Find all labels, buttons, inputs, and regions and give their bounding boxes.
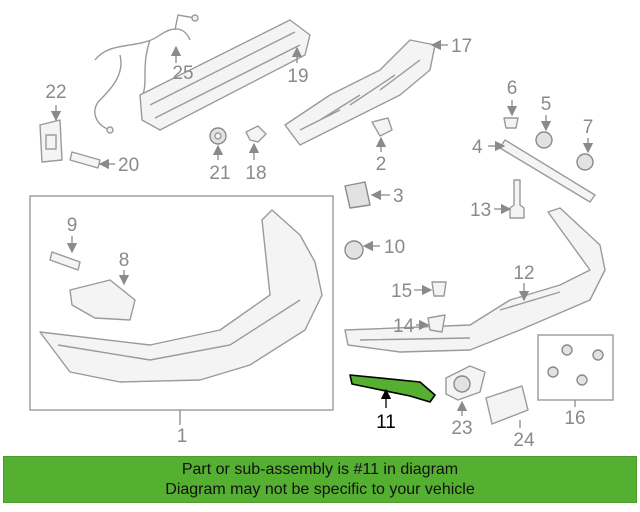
callout-2: 2: [376, 154, 387, 175]
callout-21: 21: [209, 163, 230, 184]
part-9-bolt[interactable]: [49, 251, 81, 271]
info-banner: Part or sub-assembly is #11 in diagram D…: [3, 456, 637, 503]
callout-3: 3: [393, 186, 404, 207]
part-3-bracket[interactable]: [344, 181, 371, 209]
part-8-bracket[interactable]: [69, 279, 136, 321]
part-24-bracket[interactable]: [485, 385, 529, 425]
part-7-nut[interactable]: [576, 153, 594, 171]
exploded-parts-diagram: 25 19 17 22 20 21 18 2 3 10 6 5 7 4 13 1…: [29, 14, 614, 451]
part-6-screw[interactable]: [503, 117, 519, 129]
callout-18: 18: [245, 163, 266, 184]
callout-11: 11: [376, 412, 396, 433]
callout-16: 16: [564, 408, 585, 429]
part-22-bracket[interactable]: [39, 119, 63, 163]
callout-4: 4: [472, 137, 483, 158]
callout-25: 25: [172, 63, 193, 84]
callout-14: 14: [393, 316, 415, 337]
callout-10: 10: [384, 237, 405, 258]
part-13-bolt[interactable]: [509, 179, 525, 219]
part-12-bumper-cover[interactable]: [344, 207, 606, 353]
callout-9: 9: [67, 215, 78, 236]
callout-8: 8: [119, 250, 130, 271]
part-15-clip[interactable]: [431, 281, 447, 297]
banner-line-1: Part or sub-assembly is #11 in diagram: [181, 461, 459, 478]
part-19-impact-bar[interactable]: [139, 19, 311, 131]
part-20-stud[interactable]: [69, 151, 101, 169]
part-2-push-clip[interactable]: [371, 117, 393, 137]
callout-12: 12: [513, 263, 534, 284]
part-23-sensor[interactable]: [445, 365, 486, 401]
part-25-wiring-harness[interactable]: [94, 14, 199, 134]
part-21-nut[interactable]: [209, 127, 227, 145]
callout-13: 13: [470, 200, 491, 221]
callout-20: 20: [118, 155, 139, 176]
part-17-energy-absorber[interactable]: [284, 39, 436, 146]
callout-15: 15: [391, 281, 412, 302]
callout-1: 1: [177, 426, 188, 447]
part-5-nut[interactable]: [535, 131, 553, 149]
part-11-reflector[interactable]: [349, 374, 436, 403]
callout-23: 23: [451, 418, 472, 439]
callout-5: 5: [541, 94, 552, 115]
banner-line-2: Diagram may not be specific to your vehi…: [165, 481, 475, 498]
callout-22: 22: [45, 82, 66, 103]
callout-7: 7: [583, 117, 594, 138]
part-14-bracket[interactable]: [427, 314, 446, 333]
part-1-bumper-assembly[interactable]: [29, 195, 334, 411]
part-18-clip[interactable]: [245, 125, 267, 143]
callout-24: 24: [513, 430, 535, 451]
callout-6: 6: [507, 78, 518, 99]
part-16-hardware-kit[interactable]: [537, 334, 614, 401]
leader-lines: [50, 39, 594, 428]
callout-17: 17: [451, 36, 472, 57]
part-10-grommet[interactable]: [344, 240, 364, 260]
callout-19: 19: [287, 66, 308, 87]
